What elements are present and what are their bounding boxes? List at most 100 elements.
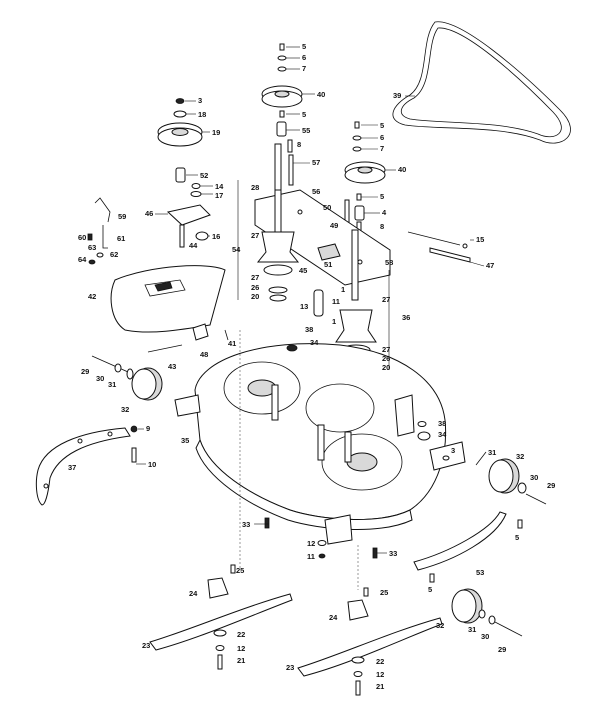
callout-5-right2: 5 (380, 192, 384, 201)
callout-31: 31 (108, 380, 116, 389)
callout-27-right: 27 (382, 295, 390, 304)
left-pulley-stack (157, 98, 211, 248)
callout-4: 4 (382, 208, 387, 217)
callout-22-left: 22 (237, 630, 245, 639)
callout-64: 64 (78, 255, 87, 264)
callout-53: 53 (476, 568, 484, 577)
callout-13: 13 (300, 302, 308, 311)
callout-14: 14 (215, 182, 224, 191)
callout-33-right: 33 (389, 549, 397, 558)
callout-34-right: 34 (438, 430, 447, 439)
callout-7-right: 7 (380, 144, 384, 153)
callout-38-right: 38 (438, 419, 446, 428)
callout-63: 63 (88, 243, 96, 252)
callout-29: 29 (81, 367, 89, 376)
callout-26-left: 26 (251, 283, 259, 292)
rod-43 (147, 344, 183, 353)
callout-3-right: 3 (451, 446, 455, 455)
callout-24-right: 24 (329, 613, 338, 622)
callout-45: 45 (299, 266, 307, 275)
right-pulley-stack (344, 121, 386, 233)
callout-25-right: 25 (380, 588, 388, 597)
callout-50: 50 (323, 203, 331, 212)
callout-18: 18 (198, 110, 206, 119)
callout-32-right: 32 (516, 452, 524, 461)
callout-8-top: 8 (297, 140, 301, 149)
centre-pulley-stack (261, 43, 303, 195)
callout-11-a: 11 (332, 297, 340, 306)
blade-assembly-left (149, 330, 293, 670)
callout-55: 55 (302, 126, 310, 135)
callout-39: 39 (393, 91, 401, 100)
callout-40-top: 40 (317, 90, 325, 99)
callout-40-right: 40 (398, 165, 406, 174)
callout-30-bottom: 30 (481, 632, 489, 641)
right-side-parts (407, 231, 487, 466)
callout-32-bottom: 32 (436, 621, 444, 630)
callout-10: 10 (148, 460, 156, 469)
callout-31-right: 31 (488, 448, 496, 457)
callout-19: 19 (212, 128, 220, 137)
callout-labels: 3 18 19 52 14 17 46 16 44 59 60 61 63 62… (68, 42, 555, 691)
callout-27-right2: 27 (382, 345, 390, 354)
callout-21-right: 21 (376, 682, 384, 691)
callout-36: 36 (402, 313, 410, 322)
callout-6-top: 6 (302, 53, 306, 62)
callout-3: 3 (198, 96, 202, 105)
callout-5-mid: 5 (302, 110, 306, 119)
callout-56: 56 (312, 187, 320, 196)
callout-1-a: 1 (341, 285, 345, 294)
callout-20-left: 20 (251, 292, 259, 301)
callout-25-left: 25 (236, 566, 244, 575)
rear-bumper (413, 511, 523, 583)
callout-47: 47 (486, 261, 494, 270)
callout-16: 16 (212, 232, 220, 241)
spacer-tube (313, 289, 324, 317)
callout-1-b: 1 (332, 317, 336, 326)
callout-22-right: 22 (376, 657, 384, 666)
callout-54: 54 (232, 245, 241, 254)
callout-23-left: 23 (142, 641, 150, 650)
callout-20-right: 20 (382, 363, 390, 372)
callout-42: 42 (88, 292, 96, 301)
callout-62: 62 (110, 250, 118, 259)
drive-belt (392, 21, 571, 144)
callout-37: 37 (68, 463, 76, 472)
roller-left (91, 355, 163, 401)
callout-7-top: 7 (302, 64, 306, 73)
callout-51: 51 (324, 260, 332, 269)
callout-27-left2: 27 (251, 273, 259, 282)
callout-60: 60 (78, 233, 86, 242)
callout-34-top: 34 (310, 338, 319, 347)
callout-46: 46 (145, 209, 153, 218)
callout-12-left: 12 (237, 644, 245, 653)
callout-24-left: 24 (189, 589, 198, 598)
callout-8-right: 8 (380, 222, 384, 231)
callout-12-mid: 12 (307, 539, 315, 548)
callout-12-right: 12 (376, 670, 384, 679)
callout-28: 28 (251, 183, 259, 192)
callout-38-top: 38 (305, 325, 313, 334)
bracket-48 (192, 323, 209, 341)
callout-15: 15 (476, 235, 484, 244)
callout-43: 43 (168, 362, 176, 371)
callout-33-left: 33 (242, 520, 250, 529)
blade-assembly-right (297, 545, 443, 696)
left-small-parts (87, 197, 111, 265)
callout-32: 32 (121, 405, 129, 414)
callout-31-bottom: 31 (468, 625, 476, 634)
callout-6-right: 6 (380, 133, 384, 142)
callout-30: 30 (96, 374, 104, 383)
callout-44: 44 (189, 241, 198, 250)
callout-48: 48 (200, 350, 208, 359)
callout-27-left: 27 (251, 231, 259, 240)
callout-5-right: 5 (380, 121, 384, 130)
front-bumper-left (35, 425, 138, 506)
callout-30-right: 30 (530, 473, 538, 482)
callout-57: 57 (312, 158, 320, 167)
callout-58: 58 (385, 258, 393, 267)
roller-bottom (451, 588, 523, 637)
callout-49: 49 (330, 221, 338, 230)
callout-26-right: 26 (382, 354, 390, 363)
